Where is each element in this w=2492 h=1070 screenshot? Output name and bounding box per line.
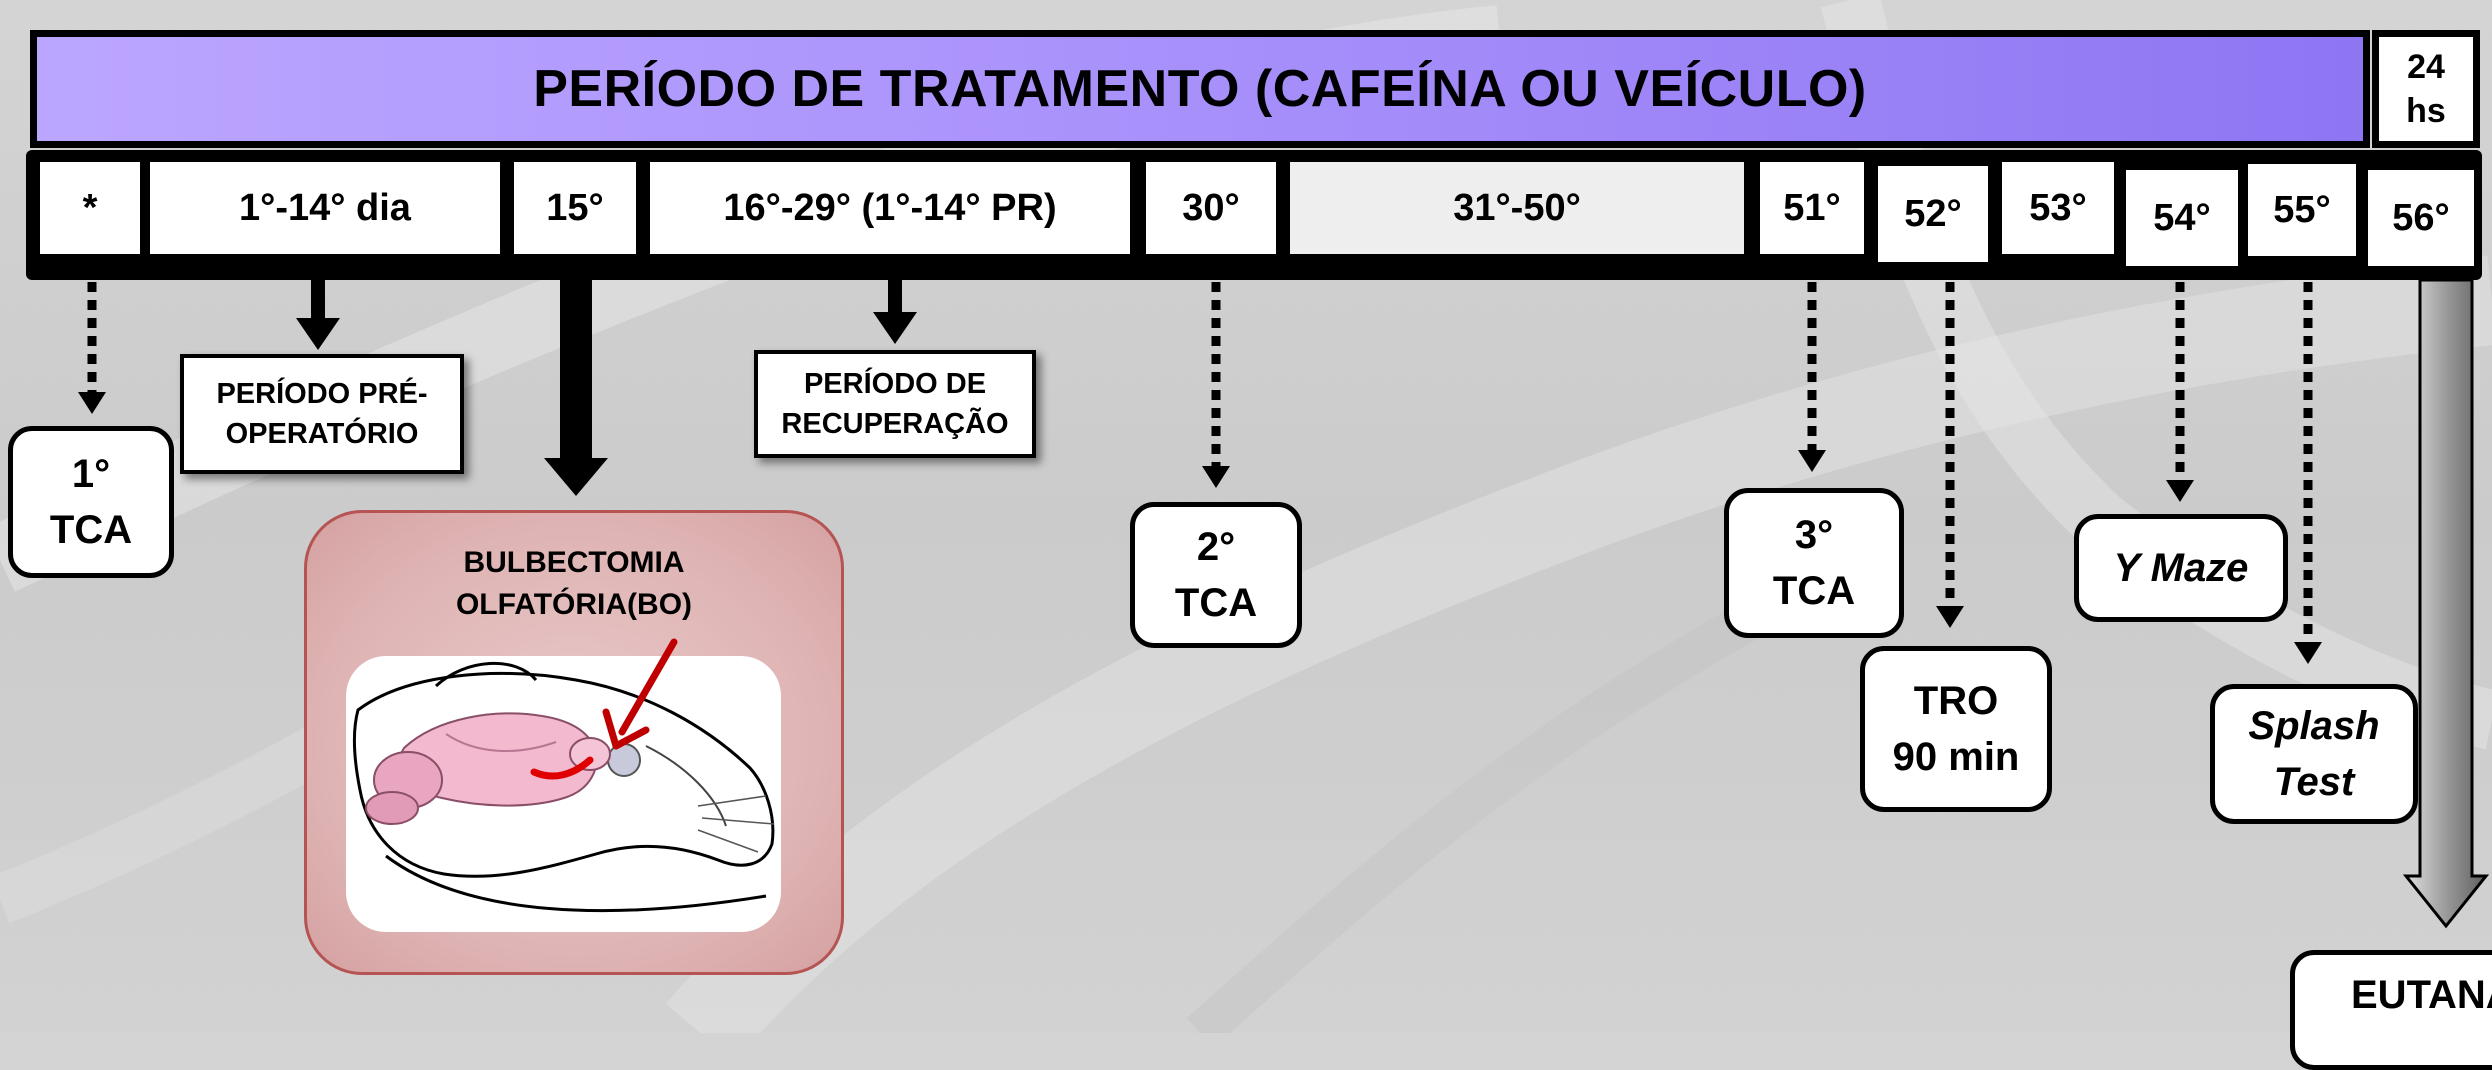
day-cell-56: 56° <box>2368 170 2474 266</box>
thick-arrow-surgery <box>544 280 608 496</box>
pre-op-period-label: PERÍODO PRÉ- OPERATÓRIO <box>216 378 428 450</box>
surgery-title: BULBECTOMIA OLFATÓRIA(BO) <box>455 546 693 621</box>
tca1-label: 1° TCA <box>49 452 133 552</box>
tca2-label: 2° TCA <box>1174 525 1258 625</box>
day-cell-31-50: 31°-50° <box>1290 162 1744 254</box>
y-maze-box: Y Maze <box>2074 514 2288 622</box>
splash-test-label: Splash Test <box>2248 704 2380 804</box>
solid-arrow-pre-op <box>296 280 340 350</box>
tro-label: TRO 90 min <box>1892 679 2020 779</box>
bulb-pointer-arrow <box>602 638 678 750</box>
day-cell-55: 55° <box>2248 164 2356 256</box>
euthanasia-arrow <box>2402 278 2490 929</box>
day-cell-52: 52° <box>1878 166 1988 262</box>
day-cell-53: 53° <box>2002 162 2114 254</box>
tca1-box: 1° TCA <box>8 426 174 578</box>
rat-brain-illustration <box>352 662 775 913</box>
y-maze-label: Y Maze <box>2113 546 2249 590</box>
treatment-period-title: PERÍODO DE TRATAMENTO (CAFEÍNA OU VEÍCUL… <box>533 60 1867 118</box>
hours-24-label: 24 hs <box>2406 48 2446 130</box>
day-cell-15: 15° <box>514 162 636 254</box>
treatment-period-header: PERÍODO DE TRATAMENTO (CAFEÍNA OU VEÍCUL… <box>30 30 2370 148</box>
rat-brain-card <box>346 656 781 932</box>
tca3-label: 3° TCA <box>1772 513 1856 613</box>
day-cell-30: 30° <box>1146 162 1276 254</box>
pre-op-period-note: PERÍODO PRÉ- OPERATÓRIO <box>180 354 464 474</box>
day-cell-51: 51° <box>1760 162 1864 254</box>
day-cell-16-29: 16°-29° (1°-14° PR) <box>650 162 1130 254</box>
euthanasia-label: EUTANÁ <box>2351 973 2492 1017</box>
tro-box: TRO 90 min <box>1860 646 2052 812</box>
day-cell-1-14: 1°-14° dia <box>150 162 500 254</box>
day-cell-star: * <box>40 162 140 254</box>
connector-arrows <box>78 278 2490 929</box>
recovery-period-note: PERÍODO DE RECUPERAÇÃO <box>754 350 1036 458</box>
solid-arrow-recovery <box>873 280 917 344</box>
day-cell-54: 54° <box>2126 170 2238 266</box>
recovery-period-label: PERÍODO DE RECUPERAÇÃO <box>781 368 1009 440</box>
tca3-box: 3° TCA <box>1724 488 1904 638</box>
hours-24-box: 24 hs <box>2372 30 2480 148</box>
splash-test-box: Splash Test <box>2210 684 2418 824</box>
tca2-box: 2° TCA <box>1130 502 1302 648</box>
